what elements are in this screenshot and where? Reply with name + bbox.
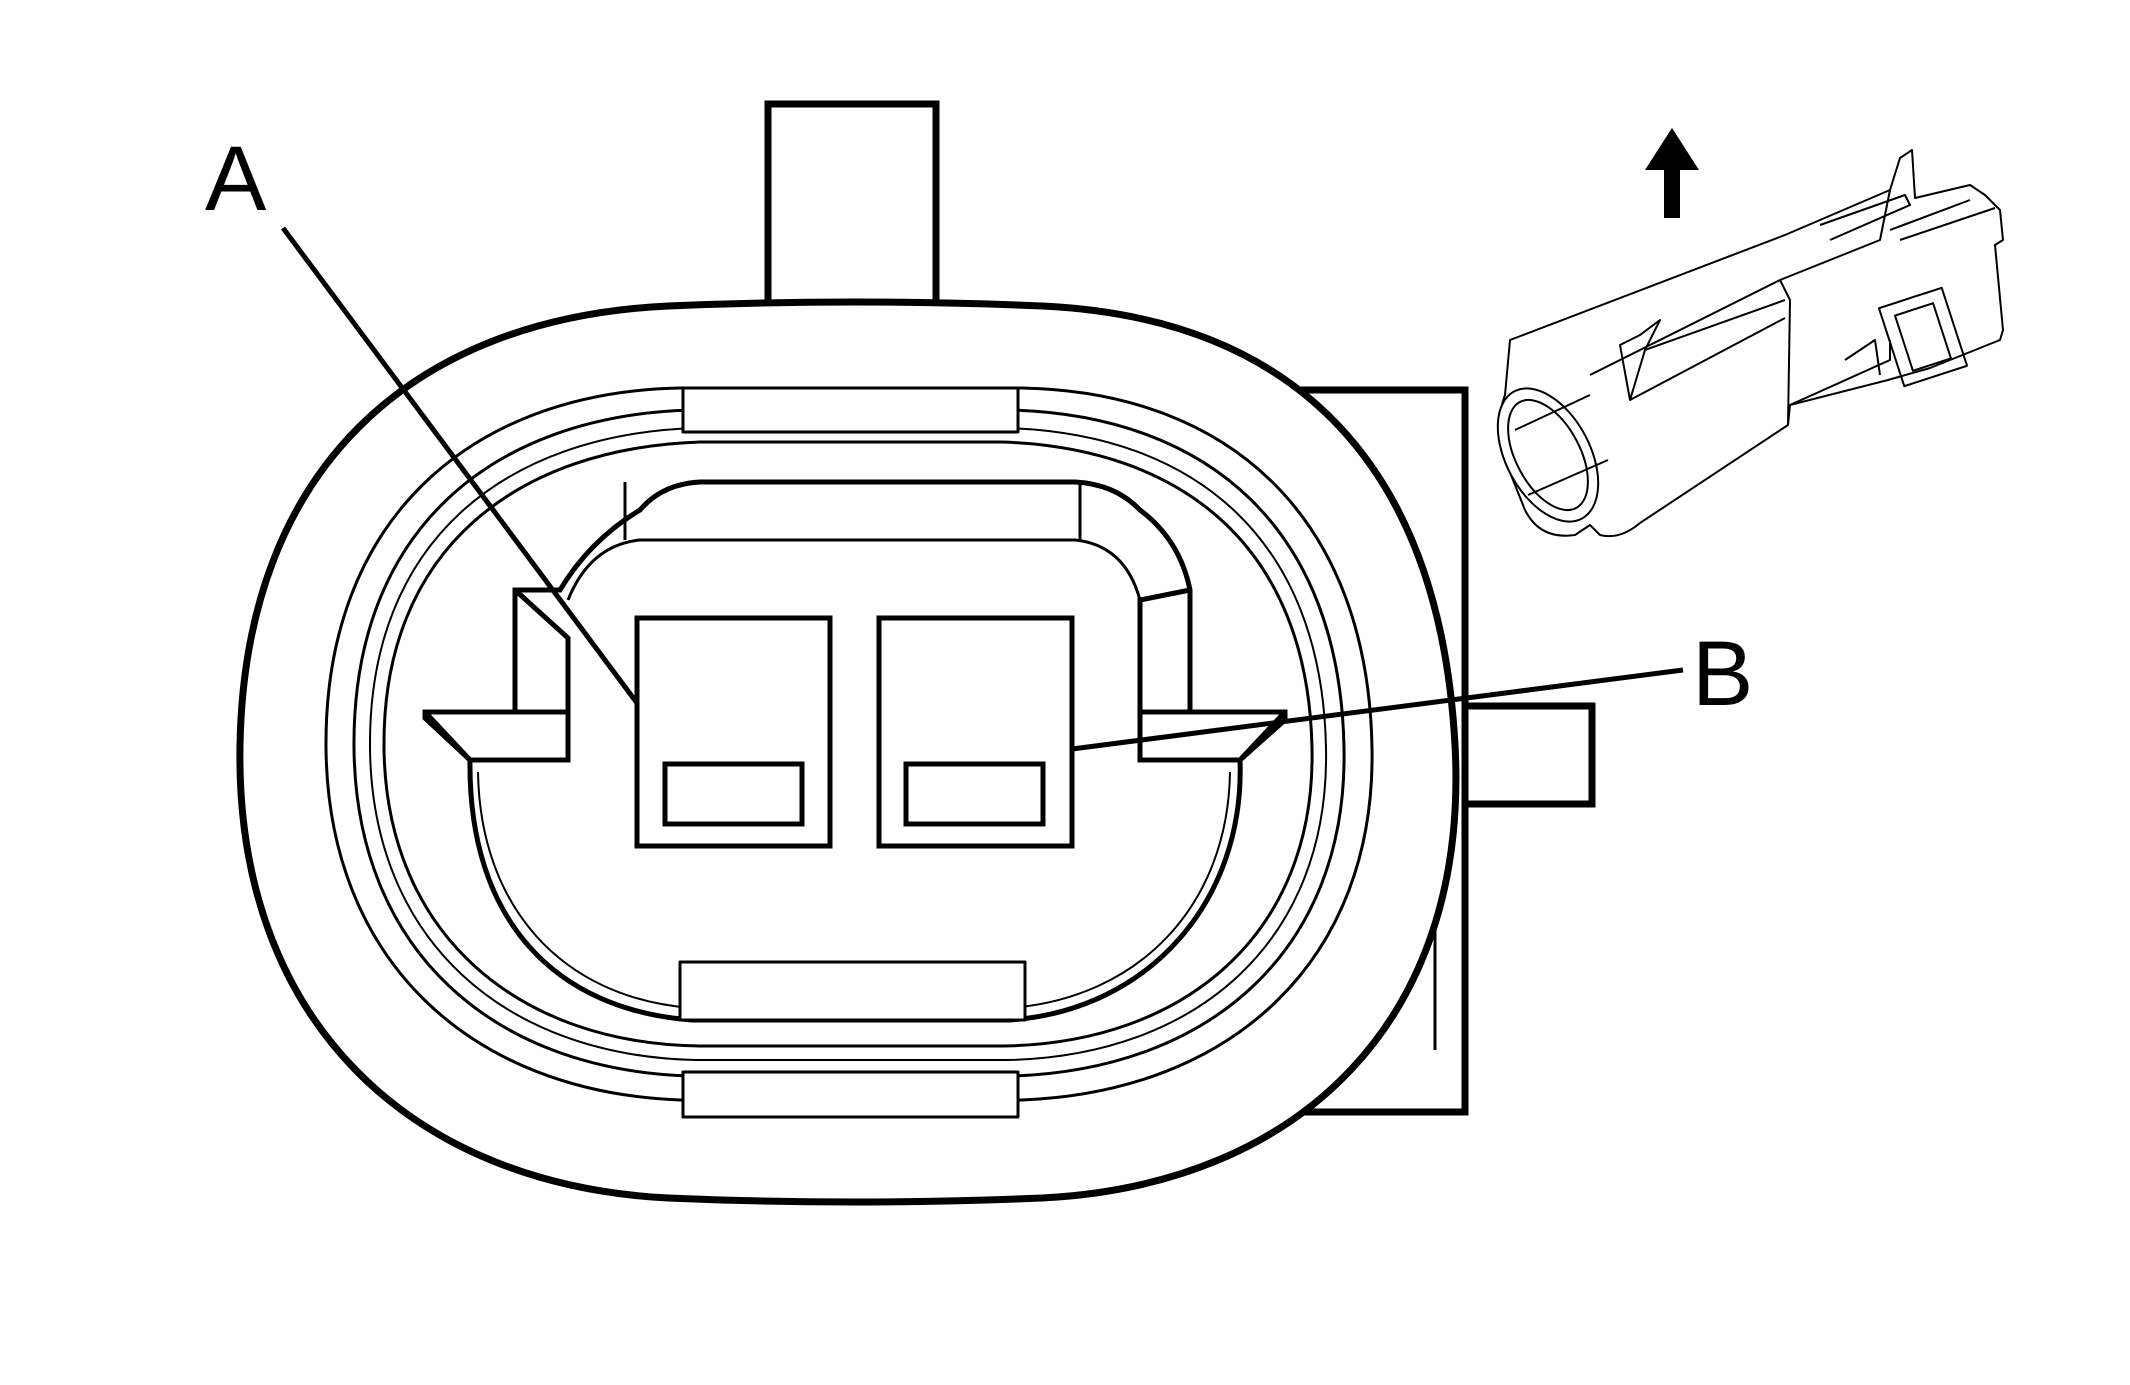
top-lock-tab — [764, 100, 940, 304]
leader-b — [1071, 667, 1684, 752]
callout-a: A — [205, 128, 267, 230]
terminal-a — [634, 615, 833, 849]
callout-b: B — [1692, 623, 1753, 725]
arrow-up-icon — [1645, 128, 1699, 218]
leader-lines — [280, 226, 1684, 752]
connector-inset-icon — [1496, 149, 2004, 538]
terminal-b — [876, 615, 1075, 849]
seal-notches — [681, 386, 1020, 1119]
leader-a — [280, 226, 640, 705]
